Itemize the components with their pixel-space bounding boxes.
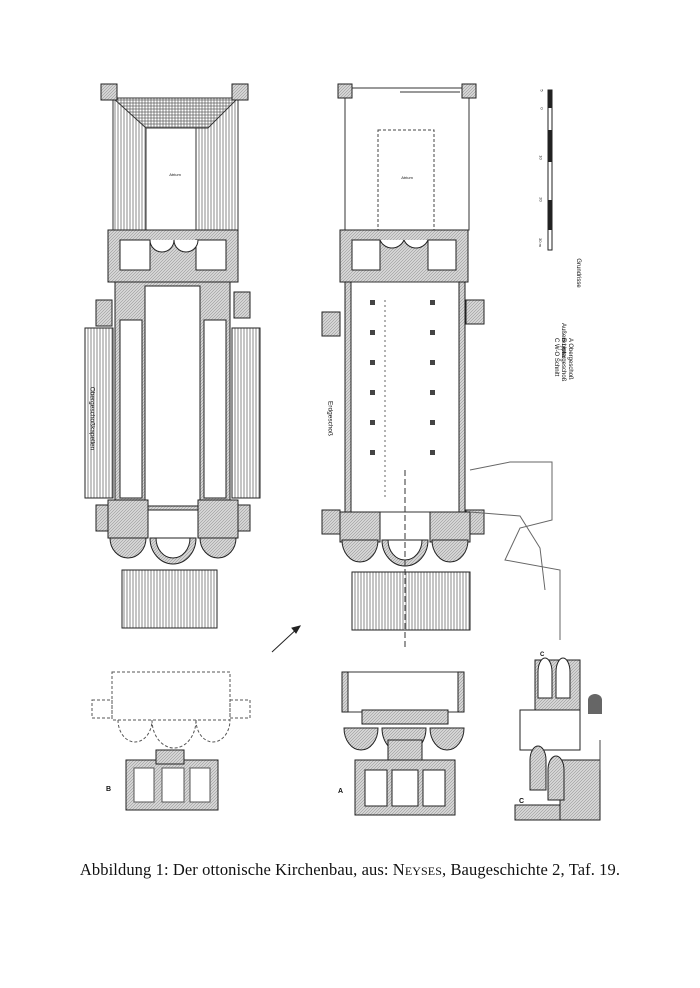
detail-plan-b (91, 671, 251, 811)
right-plan (321, 83, 561, 650)
legend-item-b: B Untergeschoß (560, 338, 566, 382)
label-upper-floor: Obergeschoßkapellen (88, 386, 96, 451)
detail-plan-a (341, 671, 465, 816)
left-plan (84, 83, 261, 629)
label-section-a: A (338, 788, 344, 795)
label-section-b: B (106, 786, 112, 793)
label-atrium-left: Atrium (169, 172, 181, 177)
scale-title: Grundrisse (575, 258, 581, 288)
legend-item-c: C W-O Schnitt (553, 338, 559, 377)
scale-tick-0: 5 (539, 89, 545, 92)
label-section-c-top: C (540, 652, 545, 658)
figure-caption: Abbildung 1: Der ottonische Kirchenbau, … (0, 860, 700, 880)
legend-item-a: A Obergeschoß (567, 338, 573, 380)
scale-bar (547, 89, 553, 251)
scale-tick-2: 10 (538, 155, 544, 160)
caption-author: Neyses (392, 860, 442, 879)
scale-tick-1: 0 (539, 107, 545, 110)
north-arrow (271, 625, 302, 653)
label-section-c-bottom: C (519, 798, 525, 805)
scale-tick-4: 30 m (537, 238, 543, 247)
caption-prefix: Abbildung 1: Der ottonische Kirchenbau, … (79, 860, 393, 879)
scale-tick-3: 20 (538, 197, 544, 202)
detail-section-c (514, 657, 602, 821)
label-ground-floor: Erdgeschoß (326, 400, 334, 437)
label-atrium-right: Atrium (401, 175, 413, 180)
caption-suffix: , Baugeschichte 2, Taf. 19. (442, 860, 621, 879)
